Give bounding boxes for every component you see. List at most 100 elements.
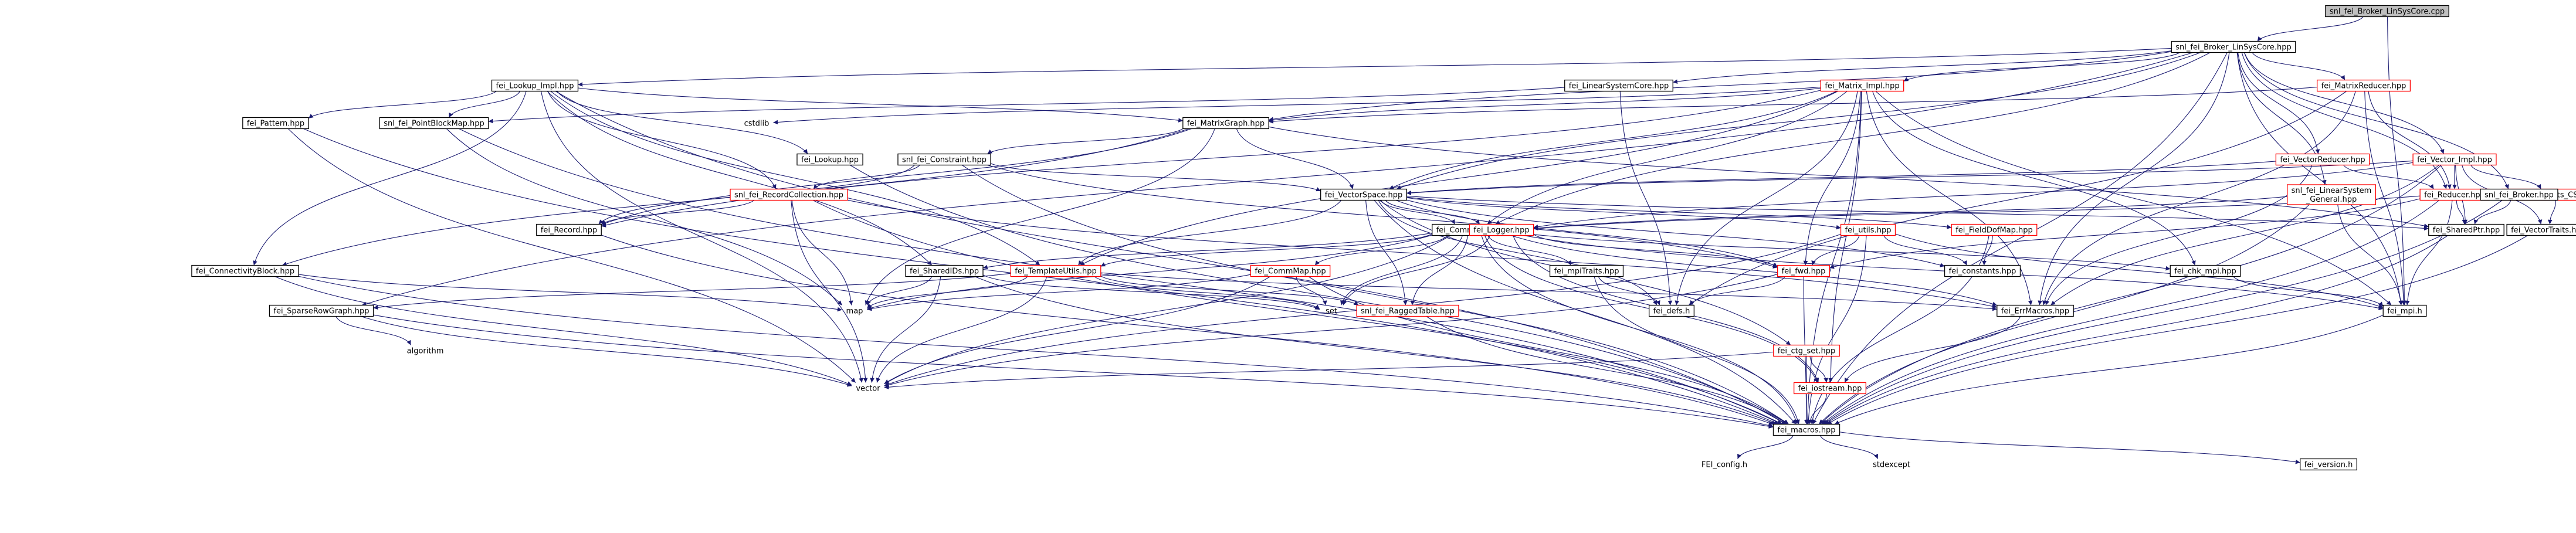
node-mpitraits[interactable]: fei_mpiTraits.hpp — [1549, 264, 1624, 277]
node-defs[interactable]: fei_defs.h — [1649, 304, 1694, 317]
edge-templateutils-to-sparserowgraph — [373, 273, 1011, 310]
node-reducer[interactable]: fei_Reducer.hpp — [2419, 188, 2490, 201]
edge-vector_impl-to-macros — [1819, 165, 2442, 425]
node-linsys_general_1[interactable]: snl_fei_LinearSystem_General.hpp — [2286, 184, 2377, 205]
node-version[interactable]: fei_version.h — [2300, 458, 2357, 471]
node-hpp[interactable]: snl_fei_Broker_LinSysCore.hpp — [2171, 40, 2296, 53]
edge-macros-to-fei_config — [1737, 435, 1794, 459]
node-pointblockmap[interactable]: snl_fei_PointBlockMap.hpp — [379, 117, 489, 130]
node-logger[interactable]: fei_Logger.hpp — [1469, 223, 1534, 236]
node-label: fei_VectorSpace.hpp — [1325, 191, 1403, 200]
node-label: fei_Matrix_Impl.hpp — [1825, 82, 1899, 91]
edge-commutils-to-set — [1340, 235, 1463, 305]
edge-fwd-to-defs — [1689, 276, 1786, 305]
node-box — [796, 153, 863, 166]
node-mpi[interactable]: fei_mpi.h — [2382, 304, 2427, 317]
node-sharedptr[interactable]: fei_SharedPtr.hpp — [2428, 223, 2504, 236]
node-box — [2171, 40, 2296, 53]
edge-broker-to-sharedptr — [2473, 200, 2511, 225]
edge-matrixgraph-to-map — [865, 128, 1215, 305]
node-label: fei_mpi.h — [2387, 307, 2422, 316]
node-iostream[interactable]: fei_iostream.hpp — [1794, 382, 1866, 395]
node-algorithm: algorithm — [407, 347, 444, 356]
node-sparserowgraph[interactable]: fei_SparseRowGraph.hpp — [269, 304, 374, 317]
node-vector: vector — [856, 385, 880, 393]
node-label: fei_utils.hpp — [1845, 226, 1892, 235]
node-templateutils[interactable]: fei_TemplateUtils.hpp — [1010, 264, 1101, 277]
edge-hpp-to-matrixgraph — [1269, 51, 2172, 121]
node-recordcollection[interactable]: snl_fei_RecordCollection.hpp — [730, 188, 848, 201]
node-label: fei_CommMap.hpp — [1255, 267, 1326, 276]
node-lscore[interactable]: fei_LinearSystemCore.hpp — [1564, 79, 1673, 92]
node-box — [2428, 223, 2504, 236]
edge-lookup_impl-to-matrixgraph — [578, 87, 1183, 123]
node-chk_mpi[interactable]: fei_chk_mpi.hpp — [2170, 264, 2241, 277]
node-vectorreducer[interactable]: fei_VectorReducer.hpp — [2275, 153, 2370, 166]
node-matrix_impl[interactable]: fei_Matrix_Impl.hpp — [1820, 79, 1904, 92]
edge-commutils-to-templateutils — [1100, 233, 1432, 267]
node-broker[interactable]: snl_fei_Broker.hpp — [2480, 188, 2558, 201]
edge-vectorspace-to-fwd — [1395, 199, 1778, 267]
node-label: snl_fei_RecordCollection.hpp — [734, 191, 843, 200]
edge-matrix_impl-to-macros — [1805, 91, 1862, 425]
edge-hpp-to-matrixreducer — [2252, 52, 2345, 80]
node-connectivityblock[interactable]: fei_ConnectivityBlock.hpp — [191, 264, 299, 277]
edge-pointblockmap-to-map — [446, 128, 843, 305]
node-constraint[interactable]: snl_fei_Constraint.hpp — [897, 153, 991, 166]
edge-recordcollection-to-record — [601, 200, 754, 225]
edge-pattern-to-vector — [287, 128, 856, 383]
edge-lookup_impl-to-vector — [540, 91, 863, 383]
edge-matrix_impl-to-commutils — [1487, 91, 1848, 225]
node-box — [1182, 117, 1269, 130]
edge-commutils-to-raggedtable — [1410, 235, 1468, 305]
edge-vector_impl-to-vectorspace — [1406, 160, 2414, 195]
node-matrixreducer[interactable]: fei_MatrixReducer.hpp — [2316, 79, 2411, 92]
edge-vectorspace-to-utils — [1406, 197, 1841, 230]
node-lookup_impl[interactable]: fei_Lookup_Impl.hpp — [491, 79, 579, 92]
node-pattern[interactable]: fei_Pattern.hpp — [242, 117, 309, 130]
node-label: fei_version.h — [2304, 461, 2353, 470]
node-label: snl_fei_Broker_LinSysCore.cpp — [2330, 8, 2445, 16]
node-fwd[interactable]: fei_fwd.hpp — [1777, 264, 1831, 277]
edge-vectraits_csvec-to-vectortraits — [2547, 200, 2557, 225]
node-ctg_set[interactable]: fei_ctg_set.hpp — [1773, 344, 1840, 357]
edge-commutils-to-commmap — [1314, 235, 1448, 266]
node-constants[interactable]: fei_constants.hpp — [1944, 264, 2021, 277]
node-label: snl_fei_Broker_LinSysCore.hpp — [2175, 43, 2291, 52]
node-commmap[interactable]: fei_CommMap.hpp — [1250, 264, 1331, 277]
node-box — [2506, 223, 2576, 236]
edge-templateutils-to-set — [1094, 276, 1320, 310]
node-label: fei_Lookup_Impl.hpp — [496, 82, 574, 91]
node-root[interactable]: snl_fei_Broker_LinSysCore.cpp — [2325, 5, 2449, 18]
node-matrixgraph[interactable]: fei_MatrixGraph.hpp — [1182, 117, 1269, 130]
edge-hpp-to-sparserowgraph — [361, 52, 2194, 306]
node-label: fei_ctg_set.hpp — [1778, 347, 1835, 356]
node-label: fei_ConnectivityBlock.hpp — [196, 267, 294, 276]
node-vectorspace[interactable]: fei_VectorSpace.hpp — [1320, 188, 1407, 201]
edge-vectorspace-to-templateutils — [1077, 200, 1342, 266]
edge-shareddofs-to-set — [982, 274, 1320, 310]
node-lookup[interactable]: fei_Lookup.hpp — [796, 153, 863, 166]
node-vectortraits[interactable]: fei_VectorTraits.hpp — [2506, 223, 2576, 236]
node-fielddofmap[interactable]: fei_FieldDofMap.hpp — [1951, 223, 2038, 236]
node-record[interactable]: fei_Record.hpp — [536, 223, 602, 236]
node-raggedtable[interactable]: snl_fei_RaggedTable.hpp — [1356, 304, 1459, 317]
node-vector_impl[interactable]: fei_Vector_Impl.hpp — [2412, 153, 2497, 166]
edge-hpp-to-reducer — [2241, 52, 2448, 189]
edge-matrix_impl-to-chk_mpi — [1872, 91, 2196, 266]
edge-matrix_impl-to-mpi — [1875, 91, 2392, 305]
node-errmacros[interactable]: fei_ErrMacros.hpp — [1997, 304, 2074, 317]
edge-root-to-mpi — [2387, 16, 2407, 305]
node-label: fei_defs.h — [1653, 307, 1690, 316]
node-label: fei_Reducer.hpp — [2424, 191, 2485, 200]
node-utils[interactable]: fei_utils.hpp — [1840, 223, 1896, 236]
edge-chk_mpi-to-mpi — [2233, 276, 2384, 307]
node-macros[interactable]: fei_macros.hpp — [1772, 423, 1841, 436]
edge-matrixgraph-to-vectorspace — [1236, 128, 1354, 189]
node-box — [897, 153, 991, 166]
edge-reducer-to-sharedptr — [2456, 200, 2467, 225]
node-box — [1773, 344, 1840, 357]
node-shareddofs[interactable]: fei_SharedIDs.hpp — [905, 264, 984, 277]
node-label: fei_FieldDofMap.hpp — [1955, 226, 2033, 235]
edge-vectorspace-to-commutils — [1380, 200, 1456, 225]
